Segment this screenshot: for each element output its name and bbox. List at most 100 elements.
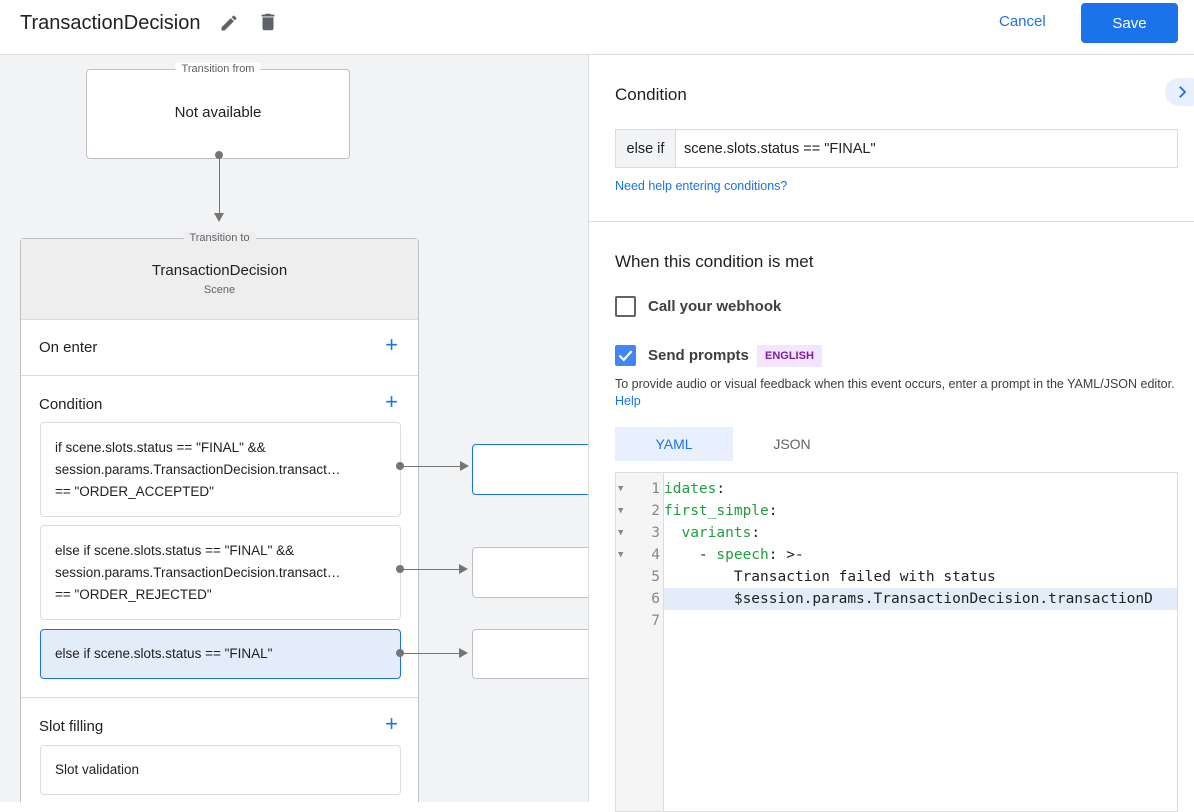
condition-line: == "ORDER_REJECTED"	[55, 586, 212, 602]
fold-arrow-icon[interactable]: ▼	[618, 528, 624, 538]
transition-to-legend: Transition to	[183, 232, 256, 244]
arrow-head	[459, 648, 468, 658]
line-number: 4	[651, 547, 660, 563]
tab-yaml[interactable]: YAML	[615, 427, 733, 461]
condition-line: else if scene.slots.status == "FINAL"	[55, 646, 273, 661]
arrow-head	[214, 213, 224, 222]
transition-from-value: Not available	[174, 104, 262, 121]
add-on-enter-icon[interactable]: +	[385, 332, 398, 357]
collapse-panel-button[interactable]	[1165, 78, 1194, 106]
webhook-checkbox[interactable]	[615, 296, 636, 317]
cancel-button[interactable]: Cancel	[999, 13, 1046, 30]
send-prompts-checkbox[interactable]	[615, 345, 636, 366]
line-text: - speech: >-	[664, 544, 804, 566]
condition-label: Condition	[39, 396, 103, 413]
description-text: To provide audio or visual feedback when…	[615, 377, 1175, 391]
connector-line	[400, 569, 460, 570]
condition-panel: Condition else if scene.slots.status == …	[588, 55, 1194, 812]
indent: -	[664, 547, 717, 563]
met-title: When this condition is met	[615, 252, 814, 271]
yaml-punct: :	[751, 525, 761, 541]
prompt-description: To provide audio or visual feedback when…	[615, 376, 1175, 410]
help-link[interactable]: Help	[615, 394, 641, 408]
condition-section: Condition + if scene.slots.status == "FI…	[21, 376, 418, 698]
code-line: ▼ 4 - speech: >-	[616, 544, 1177, 566]
pencil-icon[interactable]	[219, 13, 239, 33]
yaml-punct: :	[716, 481, 726, 497]
line-number: 6	[651, 591, 660, 607]
divider	[589, 221, 1194, 222]
transition-target[interactable]	[472, 629, 588, 679]
transition-target[interactable]	[472, 547, 588, 598]
yaml-punct: : >-	[768, 547, 804, 563]
code-line: 6 $session.params.TransactionDecision.tr…	[616, 588, 1177, 610]
line-number: 7	[651, 613, 660, 629]
code-line: ▼ 3 variants:	[616, 522, 1177, 544]
line-number: 5	[651, 569, 660, 585]
page-title: TransactionDecision	[20, 12, 201, 34]
line-text: variants:	[664, 522, 760, 544]
yaml-punct: :	[768, 503, 778, 519]
language-badge: ENGLISH	[757, 345, 822, 367]
connector-line	[400, 466, 462, 467]
transition-target[interactable]	[472, 444, 588, 495]
slot-filling-label: Slot filling	[39, 718, 104, 735]
save-button[interactable]: Save	[1081, 3, 1178, 43]
condition-input[interactable]: scene.slots.status == "FINAL"	[684, 140, 876, 157]
condition-line: session.params.TransactionDecision.trans…	[55, 564, 341, 580]
trash-icon[interactable]	[257, 11, 279, 33]
slot-validation-item[interactable]: Slot validation	[40, 745, 401, 795]
code-line: 5 Transaction failed with status	[616, 566, 1177, 588]
condition-item[interactable]: if scene.slots.status == "FINAL" && sessi…	[40, 422, 401, 517]
connector-line	[219, 155, 220, 215]
scene-card: Transition to TransactionDecision Scene …	[20, 232, 419, 802]
fold-arrow-icon[interactable]: ▼	[618, 550, 624, 560]
slot-filling-section: Slot filling + Slot validation	[21, 698, 418, 802]
yaml-key: speech	[716, 547, 769, 563]
on-enter-section[interactable]: On enter +	[21, 320, 418, 376]
top-bar: TransactionDecision Cancel Save	[0, 0, 1194, 55]
line-text: idates:	[664, 478, 725, 500]
chevron-right-icon	[1179, 86, 1187, 98]
condition-prefix: else if	[616, 130, 676, 167]
arrow-head	[460, 461, 469, 471]
transition-from-legend: Transition from	[175, 63, 261, 75]
fold-arrow-icon[interactable]: ▼	[618, 506, 624, 516]
condition-item-selected[interactable]: else if scene.slots.status == "FINAL"	[40, 629, 401, 679]
indent	[664, 525, 681, 541]
yaml-key: idates	[664, 481, 717, 497]
help-conditions-link[interactable]: Need help entering conditions?	[615, 179, 788, 193]
scene-name: TransactionDecision	[151, 262, 288, 279]
condition-line: if scene.slots.status == "FINAL" &&	[55, 439, 266, 455]
line-number: 1	[651, 481, 660, 497]
yaml-key: first_simple	[664, 503, 769, 519]
condition-line: == "ORDER_ACCEPTED"	[55, 483, 214, 499]
scene-header: Transition to TransactionDecision Scene	[21, 232, 418, 320]
check-icon	[618, 350, 633, 362]
yaml-key: variants	[681, 525, 752, 541]
tab-json[interactable]: JSON	[773, 436, 811, 452]
condition-title: Condition	[615, 85, 687, 104]
line-number: 3	[651, 525, 660, 541]
scene-type: Scene	[203, 284, 236, 296]
add-slot-icon[interactable]: +	[385, 711, 398, 736]
editor-gutter	[616, 473, 664, 811]
connector-line	[400, 653, 460, 654]
on-enter-label: On enter	[39, 339, 98, 356]
transition-from-box: Transition from Not available	[86, 63, 350, 159]
line-text: Transaction failed with status	[664, 569, 996, 585]
add-condition-icon[interactable]: +	[385, 389, 398, 414]
code-line: 7	[616, 610, 1177, 632]
line-text: $session.params.TransactionDecision.tran…	[664, 591, 1153, 607]
condition-line: session.params.TransactionDecision.trans…	[55, 461, 341, 477]
flow-canvas[interactable]: Transition from Not available Transition…	[0, 55, 588, 802]
line-text: first_simple:	[664, 500, 778, 522]
line-number: 2	[651, 503, 660, 519]
arrow-head	[459, 564, 468, 574]
webhook-label: Call your webhook	[648, 298, 782, 315]
condition-item[interactable]: else if scene.slots.status == "FINAL" &&…	[40, 525, 401, 620]
fold-arrow-icon[interactable]: ▼	[618, 484, 624, 494]
